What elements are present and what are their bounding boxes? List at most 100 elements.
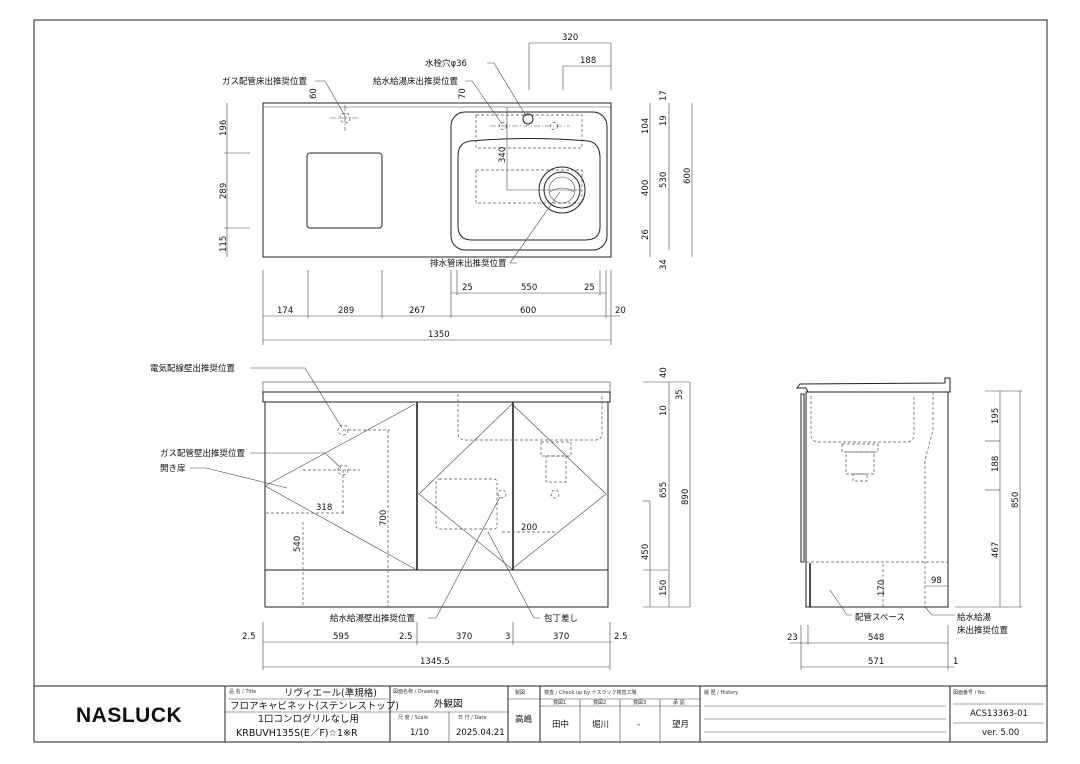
check3-caption: 検図3 <box>633 699 646 706</box>
drain-floor-label: 排水管床出推奨位置 <box>430 258 507 269</box>
drawing-number: ACS13363-01 <box>970 709 1028 719</box>
door-swing-right <box>418 403 607 570</box>
scale-value: 1/10 <box>410 728 429 738</box>
dim-450: 450 <box>641 544 651 560</box>
dim-600-right: 600 <box>683 168 693 184</box>
dim-34: 34 <box>659 259 669 270</box>
dim-195: 195 <box>991 408 1001 424</box>
number-caption: 図面番号 / No. <box>953 689 987 696</box>
check2-value: 堀川 <box>592 720 609 730</box>
dim-196: 196 <box>219 120 229 136</box>
dim-400: 400 <box>641 180 651 196</box>
title-line-1: リヴィエール(準規格) <box>284 687 377 699</box>
dim-25b: 25 <box>584 283 595 293</box>
dim-150: 150 <box>659 580 669 596</box>
approve-value: 望月 <box>672 719 689 730</box>
dim-98: 98 <box>931 576 942 586</box>
scale-caption: 尺 度 / Scale <box>398 714 428 721</box>
sink-outer <box>450 111 608 251</box>
knife-holder <box>435 478 498 530</box>
faucet-hole-icon <box>522 113 534 125</box>
dim-19: 19 <box>659 115 669 126</box>
dim-370-a: 370 <box>456 632 472 642</box>
dim-188-side: 188 <box>991 456 1001 472</box>
check3-value: - <box>637 720 640 730</box>
plan-view: ガス配管床出推奨位置 給水給湯床出推奨位置 水栓穴φ36 排水管床出推奨位置 3… <box>219 33 693 345</box>
check2-caption: 検図2 <box>593 699 606 706</box>
water-floor-label: 給水給湯床出推奨位置 <box>373 76 459 87</box>
date-caption: 日 付 / Date <box>458 714 486 721</box>
dim-267: 267 <box>409 306 425 316</box>
approve-caption: 承 認 <box>673 699 685 706</box>
cabinet-body <box>264 401 609 608</box>
dim-289-left: 289 <box>219 183 229 199</box>
version: ver. 5.00 <box>982 728 1019 738</box>
dim-540: 540 <box>293 536 303 552</box>
door-swing-left <box>264 403 416 570</box>
date-value: 2025.04.21 <box>456 728 505 738</box>
water-wall-label: 給水給湯壁出推奨位置 <box>330 613 416 624</box>
dim-890: 890 <box>681 489 691 505</box>
cooktop-cutout <box>306 152 383 229</box>
knife-holder-label: 包丁差し <box>544 613 578 624</box>
dim-530: 530 <box>659 172 669 188</box>
dim-23: 23 <box>787 633 798 643</box>
dim-174: 174 <box>277 306 293 316</box>
dim-600: 600 <box>520 306 536 316</box>
dim-370-b: 370 <box>553 632 569 642</box>
drafted-caption: 製図 <box>515 689 525 696</box>
countertop-front <box>262 391 611 403</box>
title-line-3: 1口コンログリルなし用 <box>258 713 359 725</box>
drawing-value: 外観図 <box>434 698 463 710</box>
dim-548: 548 <box>868 633 884 643</box>
gas-wall-label: ガス配管壁出推奨位置 <box>160 448 246 459</box>
dim-318: 318 <box>316 503 332 513</box>
dim-2.5-b: 2.5 <box>399 632 413 642</box>
door-label: 開き扉 <box>160 463 186 474</box>
sink-bowl <box>457 138 601 241</box>
dim-60: 60 <box>309 88 319 99</box>
check1-value: 田中 <box>552 719 569 730</box>
dim-2.5-c: 2.5 <box>614 632 628 642</box>
dim-188: 188 <box>580 56 596 66</box>
countertop-side <box>796 377 951 393</box>
dim-115: 115 <box>219 236 229 252</box>
title-line-2: フロアキャビネット(ステンレストップ) <box>230 701 399 712</box>
dim-700: 700 <box>379 510 389 526</box>
dim-25a: 25 <box>462 283 473 293</box>
history-caption: 履 歴 / History <box>704 690 738 696</box>
front-view: 電気配線壁出推奨位置 ガス配管壁出推奨位置 開き扉 給水給湯壁出推奨位置 包丁差… <box>150 363 691 670</box>
title-caption: 品 名 / Title <box>229 688 256 695</box>
water-floor-side-label-1: 給水給湯 <box>957 612 992 623</box>
countertop-outline <box>262 102 612 258</box>
check1-caption: 検図1 <box>553 699 566 706</box>
dim-655: 655 <box>659 482 669 498</box>
dim-3: 3 <box>505 632 510 642</box>
hot-water-wall-icon <box>550 489 560 499</box>
dim-10: 10 <box>659 405 669 416</box>
dim-1: 1 <box>953 657 958 667</box>
title-block: NASLUCK 品 名 / Title リヴィエール(準規格) フロアキャビネッ… <box>33 685 1048 743</box>
dim-104: 104 <box>641 118 651 134</box>
sheet-border <box>33 19 1048 743</box>
drawing-caption: 図面名称 / Drawing <box>393 688 439 695</box>
dim-850: 850 <box>1011 492 1021 508</box>
dim-20: 20 <box>615 306 626 316</box>
dim-2.5-a: 2.5 <box>242 632 256 642</box>
dim-70: 70 <box>458 88 468 99</box>
dim-595: 595 <box>333 632 349 642</box>
drafted-value: 高嶋 <box>515 714 533 725</box>
dim-550: 550 <box>521 283 537 293</box>
title-line-4: KRBUVH135S(E／F)☆1※R <box>236 728 358 739</box>
water-wall-icon <box>497 489 507 499</box>
dim-170: 170 <box>877 580 887 596</box>
faucet-hole-label: 水栓穴φ36 <box>425 58 467 69</box>
dim-1350: 1350 <box>428 330 450 340</box>
cabinet-side <box>805 391 949 608</box>
water-floor-side-label-2: 床出推奨位置 <box>957 625 1009 636</box>
dim-320: 320 <box>562 33 578 43</box>
nasluck-logo: NASLUCK <box>76 704 182 727</box>
dim-35: 35 <box>675 389 685 400</box>
dim-467: 467 <box>991 542 1001 558</box>
